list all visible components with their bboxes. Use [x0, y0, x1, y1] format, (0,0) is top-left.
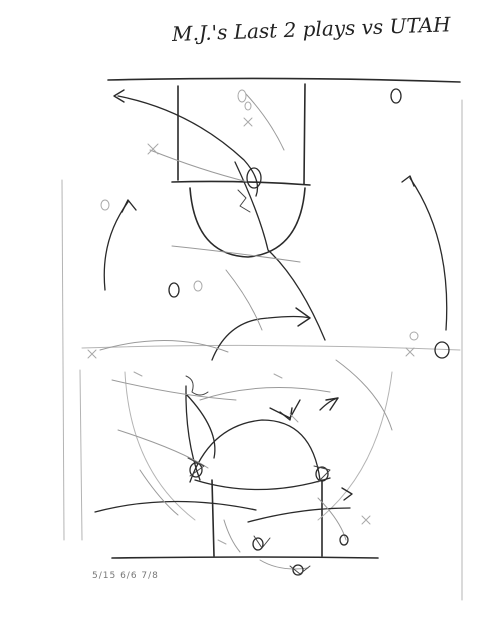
player-left-elbow-marker [168, 282, 180, 298]
top-free-throw-circle [189, 187, 306, 258]
sketch-strokes [99, 93, 393, 570]
faint-x-3 [87, 349, 97, 359]
pass-line-7 [335, 359, 393, 431]
top-lane-right [303, 83, 306, 185]
guide-lines [61, 99, 463, 601]
player-right-wing-marker [434, 341, 450, 359]
faint-tick-1 [133, 371, 143, 377]
pass-line-11 [317, 497, 347, 541]
faint-x-1 [147, 143, 159, 155]
pass-line-2 [171, 245, 301, 263]
scribble-baseline [289, 565, 311, 575]
player-bottom-right-marker [339, 534, 349, 546]
bottom-lane-left [211, 479, 215, 557]
top-free-throw-line [171, 180, 311, 186]
pass-line-4 [99, 340, 229, 353]
player-top-right-marker [390, 88, 402, 104]
faint-x-2 [243, 117, 253, 127]
screen-path-center [234, 161, 326, 341]
bottom-arc-left [124, 371, 196, 521]
faint-x-5 [289, 413, 299, 423]
baseline-drive [189, 419, 321, 483]
bottom-left-sweep [94, 500, 257, 513]
scribble-left-post [187, 457, 205, 477]
bottom-right-sweep [247, 507, 351, 523]
pass-line-1 [149, 149, 249, 183]
lane-cross [185, 393, 216, 459]
arrow-center [279, 407, 293, 421]
bottom-baseline [111, 556, 379, 559]
scribble-mid-lane [185, 375, 209, 396]
faint-x-4 [405, 347, 415, 357]
faint-o-3 [409, 331, 419, 341]
arrow-center-right [295, 307, 311, 327]
court-lines [107, 77, 461, 559]
pass-line-3 [111, 379, 237, 401]
footnote-marks: 5/15 6/6 7/8 [92, 571, 159, 581]
left-sideline [61, 179, 65, 541]
baseline-drive-2 [194, 477, 331, 491]
pass-to-wing [211, 315, 311, 361]
bottom-arc-right [317, 371, 393, 521]
scribble-bottom [253, 535, 271, 549]
left-side-line [79, 369, 83, 541]
faint-marks [87, 89, 419, 545]
pass-line-9 [223, 519, 241, 553]
faint-o-1 [100, 199, 110, 211]
faint-x-6 [361, 515, 371, 525]
player-post-left-marker [189, 462, 203, 478]
pass-line-10 [259, 559, 309, 570]
right-wing-curl [409, 177, 448, 331]
pass-line-5 [117, 429, 209, 469]
scribble-right-post [313, 465, 331, 483]
pass-line-6 [245, 93, 285, 151]
faint-tick-2 [273, 373, 283, 379]
scribble-hatching [185, 189, 331, 575]
faint-o-5 [244, 101, 252, 111]
left-wing-curl [103, 201, 129, 291]
scribble-top-key [237, 189, 251, 213]
cut-path-top-left [117, 95, 259, 197]
faint-o-4 [237, 89, 247, 103]
arrow-bottom-right [341, 487, 353, 501]
arrow-left-wing [121, 199, 137, 213]
arrow-right-wing [401, 175, 415, 187]
top-baseline [107, 77, 461, 83]
movement-paths [94, 95, 448, 523]
faint-tick-3 [217, 539, 227, 545]
player-bottom-marker [252, 537, 264, 551]
player-baseline-marker [292, 564, 304, 576]
player-markers [168, 88, 450, 576]
arrow-top-left [113, 89, 125, 103]
player-post-right-marker [315, 466, 329, 482]
faint-o-2 [193, 280, 203, 292]
pass-line-13 [225, 269, 263, 331]
player-top-key-marker [246, 167, 262, 189]
arrowheads [113, 89, 415, 501]
pass-line-8 [199, 387, 331, 401]
arrow-right-lane [325, 397, 339, 411]
pass-line-12 [139, 469, 179, 516]
slash-cut [185, 385, 201, 481]
half-court-line [81, 344, 461, 351]
